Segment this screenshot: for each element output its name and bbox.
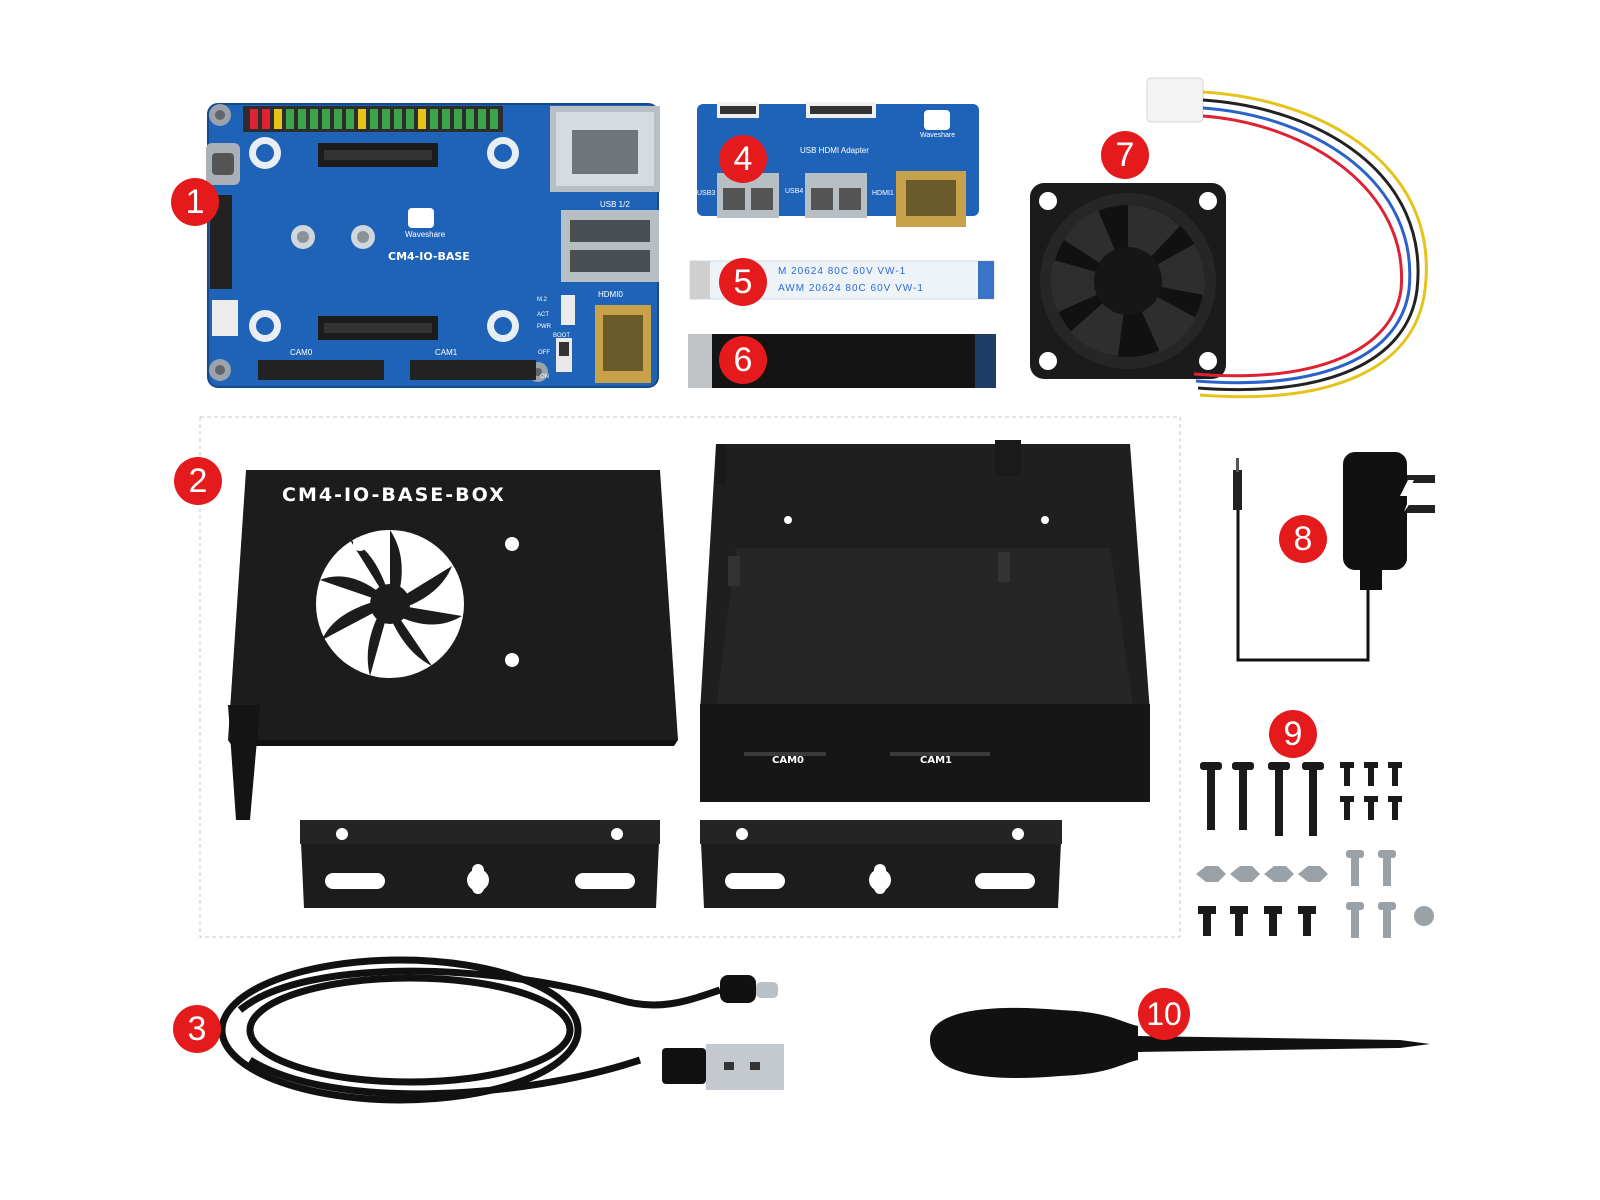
badge-1: 1 [171, 178, 219, 226]
badge-3: 3 [173, 1005, 221, 1053]
mounting-bracket-right [700, 820, 1062, 908]
adapter-title: USB HDMI Adapter [800, 146, 869, 155]
ribbon-text-1: M 20624 80C 60V VW-1 [778, 266, 907, 277]
case-port-cam0: CAM0 [772, 755, 804, 766]
cm4-io-base-board [206, 103, 660, 388]
board-brand: Waveshare [405, 230, 446, 239]
ribbon-text-2: AWM 20624 80C 60V VW-1 [778, 283, 924, 294]
adapter-label-usb3: USB3 [697, 190, 716, 197]
badge-7: 7 [1101, 131, 1149, 179]
case-port-cam1: CAM1 [920, 755, 952, 766]
board-label-pwr: PWR [537, 324, 551, 330]
board-label-cam0: CAM0 [290, 348, 313, 357]
case-lid-text: CM4-IO-BASE-BOX [282, 484, 506, 506]
board-label-usb12: USB 1/2 [600, 200, 630, 209]
board-label-hdmi0: HDMI0 [598, 290, 623, 299]
board-title: CM4-IO-BASE [388, 250, 470, 263]
case-group-frame [199, 416, 1181, 938]
power-adapter [1233, 452, 1435, 662]
case-bottom [700, 440, 1150, 802]
badge-9: 9 [1269, 710, 1317, 758]
adapter-brand: Waveshare [920, 132, 956, 139]
board-label-cam1: CAM1 [435, 348, 458, 357]
board-label-m2: M.2 [537, 297, 548, 303]
screw-set [1196, 762, 1434, 938]
board-label-boot: BOOT [553, 333, 571, 339]
badge-2: 2 [174, 457, 222, 505]
board-label-off: OFF [538, 350, 550, 356]
usb-hdmi-adapter [697, 102, 979, 227]
cooling-fan [1030, 77, 1428, 399]
board-label-on: ON [540, 374, 549, 380]
adapter-label-usb4: USB4 [785, 188, 804, 195]
badge-4: 4 [719, 135, 767, 183]
screwdriver [930, 1007, 1430, 1079]
case-lid [228, 470, 678, 820]
adapter-label-hdmi1: HDMI1 [872, 190, 894, 197]
badge-5: 5 [719, 258, 767, 306]
usb-cable [218, 956, 784, 1104]
badge-10: 10 [1138, 988, 1190, 1040]
badge-6: 6 [719, 336, 767, 384]
badge-8: 8 [1279, 515, 1327, 563]
mounting-bracket-left [300, 820, 660, 908]
board-label-act: ACT [537, 312, 549, 318]
